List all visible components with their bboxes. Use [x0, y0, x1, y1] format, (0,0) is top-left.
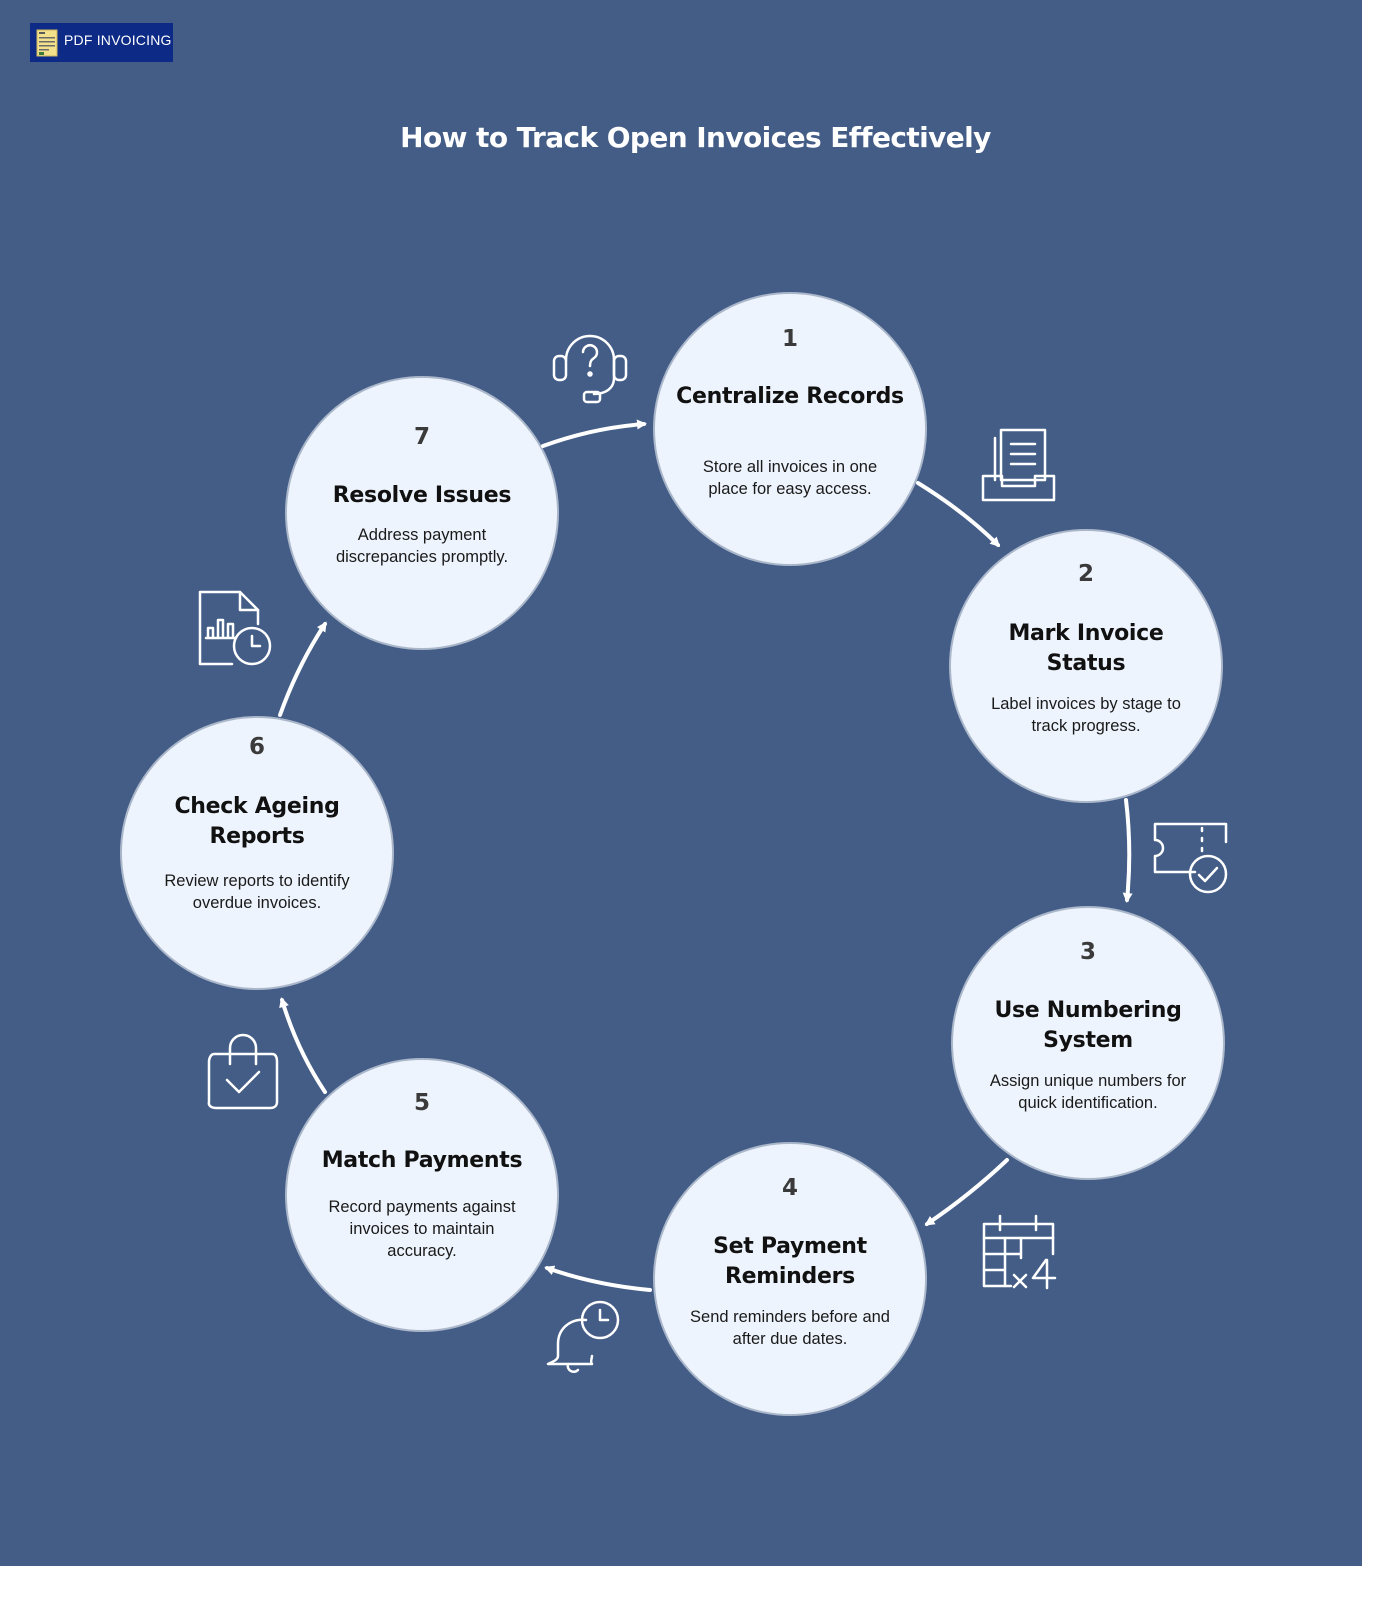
- shopping-bag-check-icon: [207, 1033, 279, 1110]
- step-heading: Match Payments: [321, 1148, 523, 1173]
- step-number: 1: [781, 326, 798, 352]
- arrow-3-to-4: [924, 1158, 1009, 1226]
- step-5-circle: 5 Match Payments Record payments against…: [287, 1060, 557, 1330]
- step-heading: Centralize Records: [676, 384, 904, 409]
- step-number: 2: [1077, 561, 1094, 587]
- step-heading: Resolve Issues: [332, 483, 512, 508]
- step-description: Send reminders before and after due date…: [690, 1308, 890, 1348]
- arrow-4-to-5: [544, 1265, 652, 1292]
- step-heading: Mark Invoice Status: [1008, 621, 1164, 676]
- step-number: 5: [413, 1090, 430, 1116]
- step-2-circle: 2 Mark Invoice Status Label invoices by …: [951, 531, 1221, 801]
- cycle-arrows: [278, 419, 1133, 1292]
- step-description: Address payment discrepancies promptly.: [335, 526, 509, 566]
- step-number: 6: [248, 734, 265, 760]
- arrow-6-to-7: [278, 621, 327, 717]
- diagram-background: PDF INVOICING How to Track Open Invoices…: [0, 0, 1362, 1566]
- step-number: 4: [781, 1175, 798, 1201]
- step-heading: Set Payment Reminders: [713, 1234, 867, 1289]
- logo-text: PDF INVOICING: [64, 32, 172, 48]
- step-7-circle: 7 Resolve Issues Address payment discrep…: [287, 378, 557, 648]
- arrow-2-to-3: [1122, 798, 1133, 903]
- page-title: How to Track Open Invoices Effectively: [400, 121, 991, 154]
- step-6-circle: 6 Check Ageing Reports Review reports to…: [122, 718, 392, 988]
- step-description: Store all invoices in one place for easy…: [702, 458, 878, 498]
- calendar-grid-x4-icon: [982, 1214, 1057, 1290]
- ticket-check-icon: [1153, 822, 1228, 894]
- step-description: Record payments against invoices to main…: [328, 1198, 516, 1260]
- step-heading: Use Numbering System: [994, 998, 1182, 1053]
- step-description: Review reports to identify overdue invoi…: [164, 872, 350, 912]
- step-number: 7: [413, 424, 430, 450]
- arrow-5-to-6: [279, 997, 327, 1094]
- step-description: Label invoices by stage to track progres…: [991, 695, 1181, 735]
- logo: PDF INVOICING: [30, 23, 173, 62]
- document-tray-icon: [981, 428, 1056, 502]
- report-clock-icon: [198, 590, 272, 666]
- step-4-circle: 4 Set Payment Reminders Send reminders b…: [655, 1144, 925, 1414]
- arrow-7-to-1: [541, 419, 647, 448]
- step-heading: Check Ageing Reports: [174, 794, 340, 849]
- step-3-circle: 3 Use Numbering System Assign unique num…: [953, 908, 1223, 1178]
- document-logo-icon: [36, 29, 58, 57]
- step-number: 3: [1079, 939, 1096, 965]
- arrow-1-to-2: [916, 481, 1001, 548]
- step-description: Assign unique numbers for quick identifi…: [989, 1072, 1187, 1112]
- step-1-circle: 1 Centralize Records Store all invoices …: [655, 294, 925, 564]
- headset-question-icon: [552, 334, 628, 404]
- bell-clock-icon: [546, 1300, 620, 1373]
